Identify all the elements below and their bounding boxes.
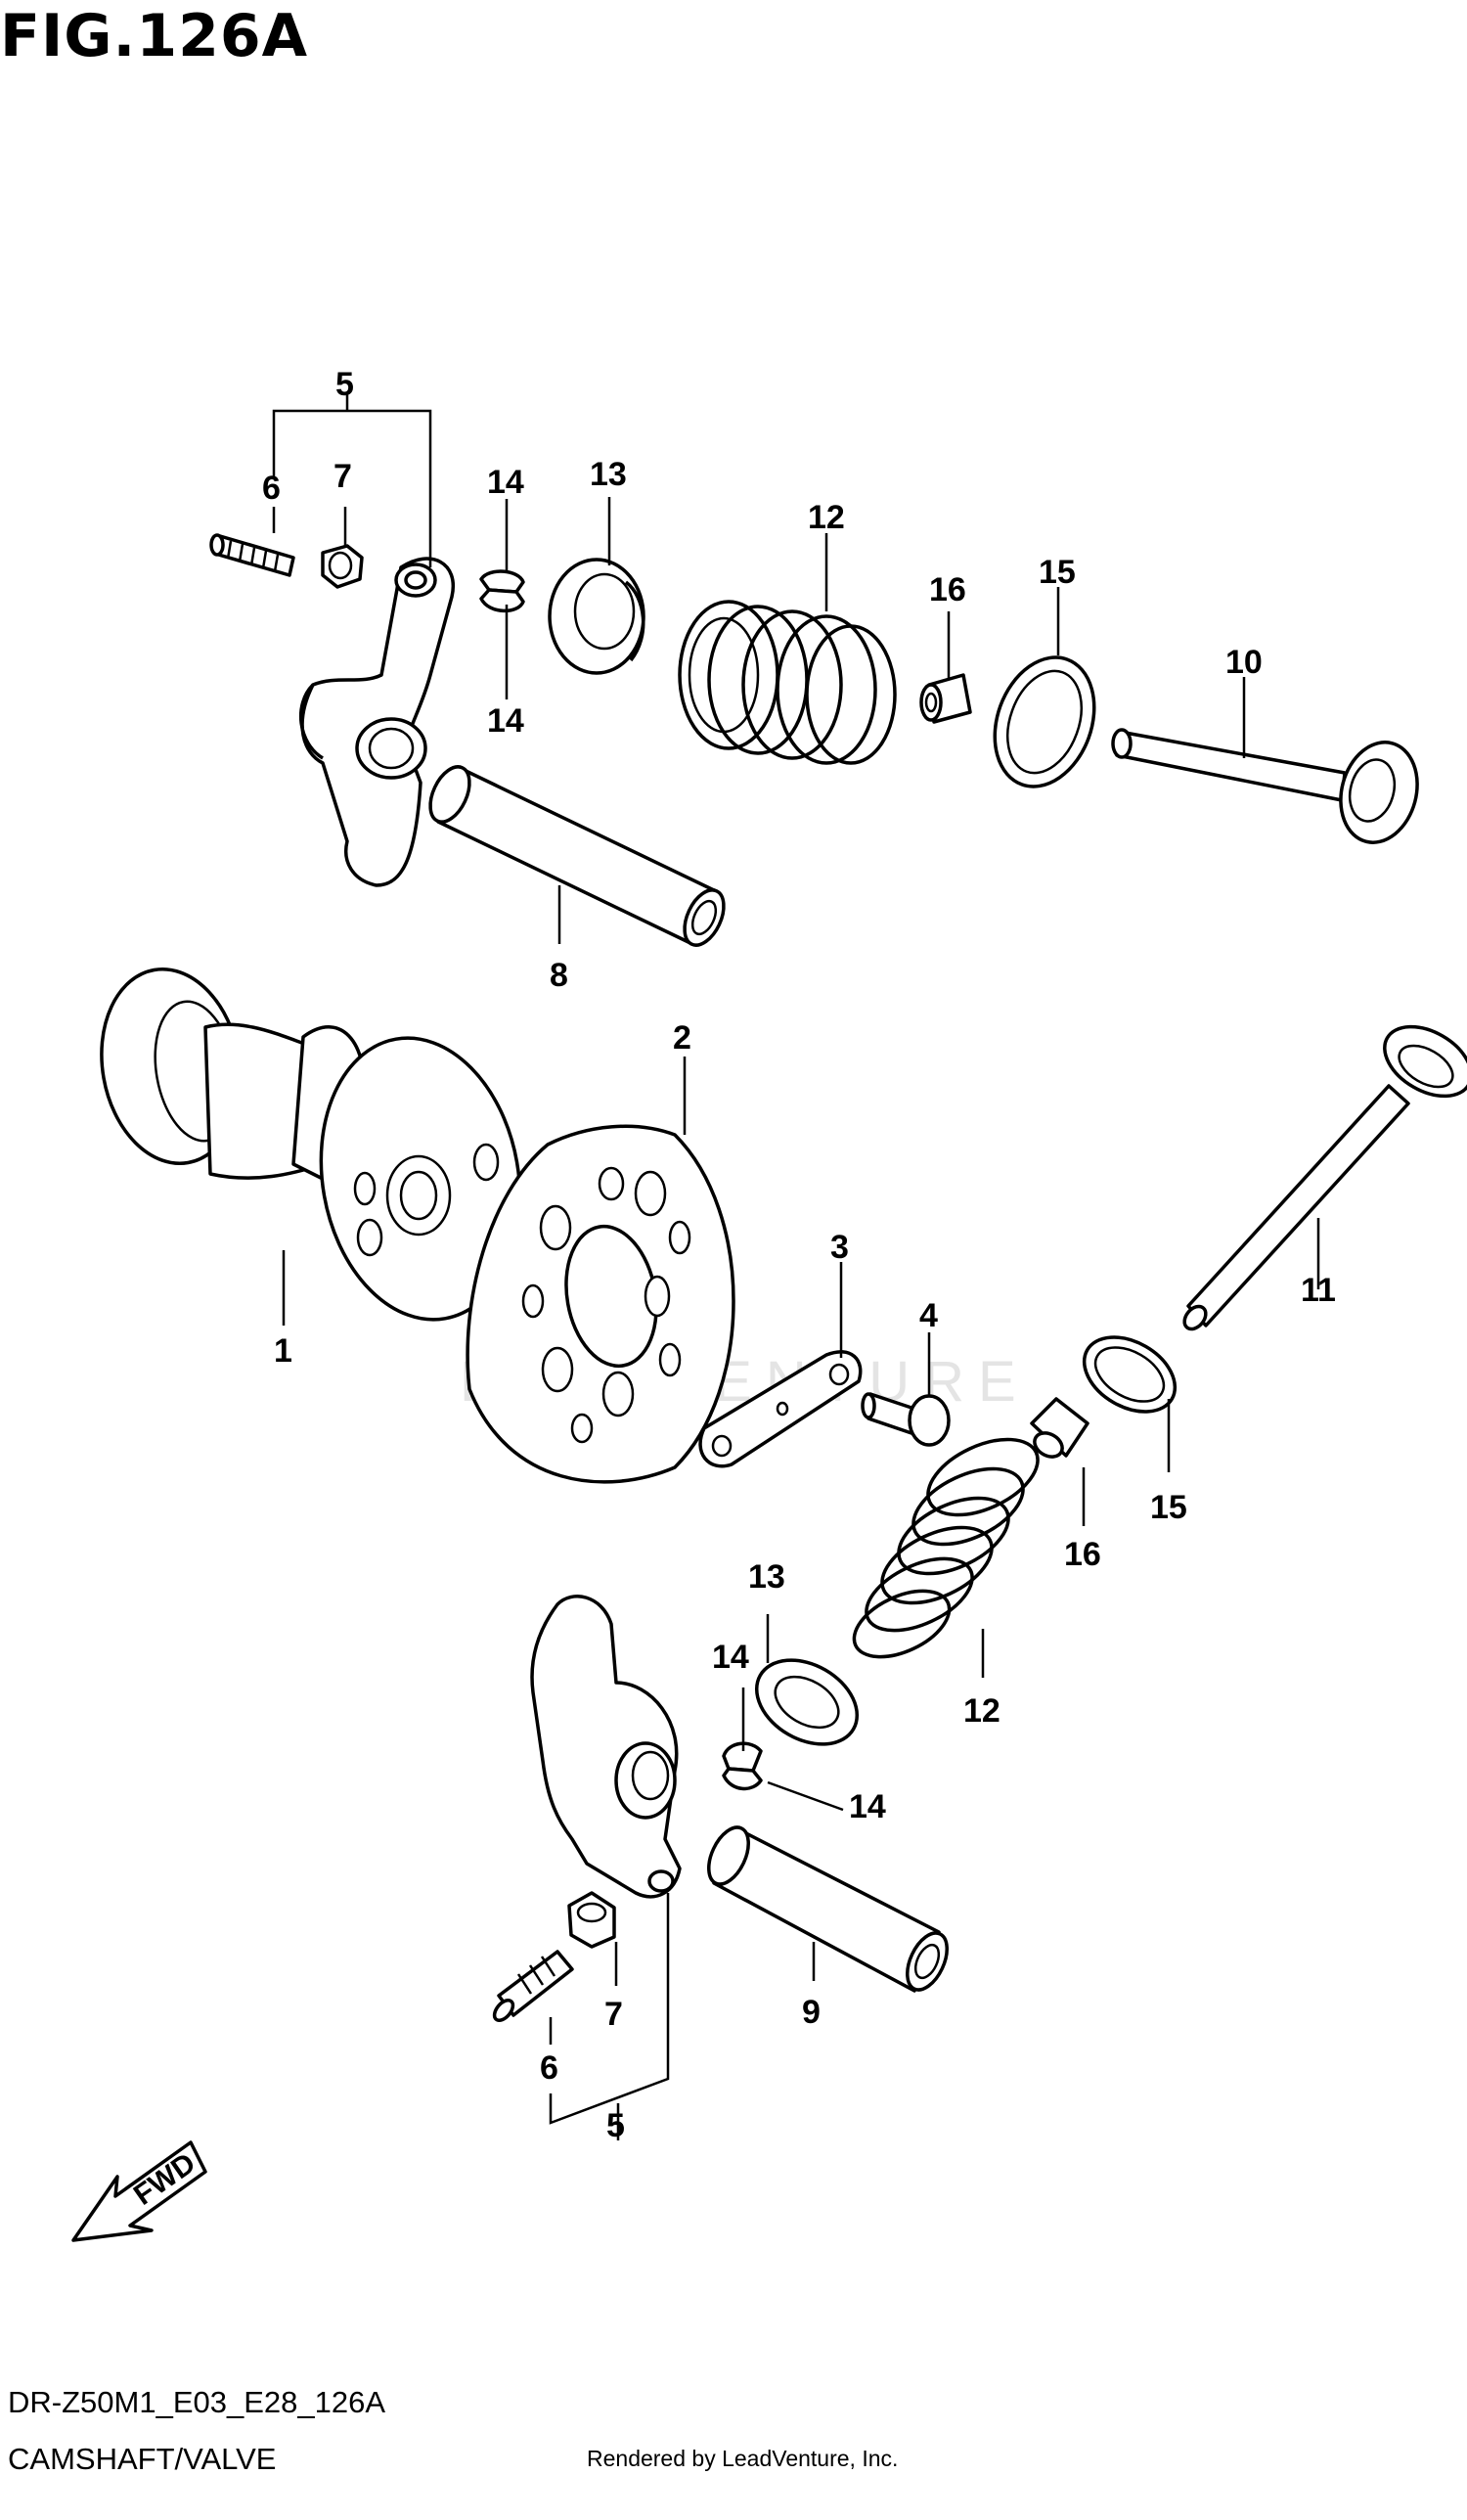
callout-14-top-a: 14: [487, 464, 524, 501]
figure-title: FIG.126A: [0, 2, 309, 70]
upper-rocker-arm-shaft: [428, 765, 726, 947]
exhaust-valve: [1182, 1024, 1467, 1331]
callout-9: 9: [802, 1994, 821, 2031]
upper-spring-retainer: [548, 558, 645, 675]
lower-adjuster-nut: [567, 1891, 616, 1949]
leader-14-bot-b: [767, 1780, 844, 1812]
callout-7-top: 7: [333, 458, 352, 495]
callout-15-top: 15: [1039, 554, 1076, 591]
callout-5-top: 5: [335, 366, 354, 403]
callout-13-bot: 13: [748, 1558, 785, 1596]
callout-8: 8: [550, 957, 568, 994]
callouts: 5 6 7 14 14 13 12 16 15 10 8 2 1 3 4 11 …: [262, 366, 1336, 2144]
leader-5-top: [272, 394, 432, 567]
camshaft-sprocket: [466, 1124, 735, 1484]
upper-tappet-adjusting-screw: [209, 533, 295, 577]
camshaft: [100, 968, 522, 1322]
model-code: DR-Z50M1_E03_E28_126A: [8, 2385, 386, 2419]
callout-6-top: 6: [262, 470, 281, 507]
callout-6-bot: 6: [540, 2049, 558, 2087]
upper-valve-cotter: [479, 569, 525, 613]
leader-lines: [272, 394, 1320, 2140]
callout-12-top: 12: [808, 499, 845, 536]
upper-adjuster-nut: [321, 544, 364, 589]
callout-10: 10: [1225, 644, 1263, 681]
upper-spring-seat-washer: [993, 655, 1096, 788]
forward-direction-arrow: [71, 2140, 207, 2242]
lower-valve-stem-seal: [1030, 1397, 1089, 1459]
lower-valve-spring: [852, 1437, 1040, 1659]
callout-12-bot: 12: [963, 1692, 1000, 1730]
callout-16-top: 16: [929, 571, 966, 608]
leader-5-bot: [549, 1893, 670, 2140]
lower-valve-cotter: [722, 1741, 763, 1791]
section-name: CAMSHAFT/VALVE: [8, 2442, 277, 2476]
lower-rocker-arm-shaft: [707, 1825, 949, 1993]
callout-5-bot: 5: [606, 2107, 625, 2144]
callout-2: 2: [673, 1019, 691, 1057]
upper-rocker-arm: [298, 557, 456, 887]
intake-valve: [1111, 728, 1419, 844]
upper-valve-stem-seal: [919, 673, 972, 724]
callout-1: 1: [274, 1332, 292, 1370]
callout-14-bot-b: 14: [849, 1788, 886, 1825]
callout-14-top-b: 14: [487, 702, 524, 740]
callout-3: 3: [830, 1229, 849, 1266]
callout-4: 4: [919, 1297, 938, 1334]
callout-14-bot-a: 14: [712, 1639, 749, 1676]
callout-13-top: 13: [590, 456, 627, 493]
sprocket-bolt: [861, 1392, 951, 1447]
lower-tappet-adjusting-screw: [492, 1950, 574, 2022]
callout-7-bot: 7: [604, 1996, 623, 2033]
lower-spring-seat-washer: [1082, 1335, 1178, 1414]
upper-valve-spring: [678, 600, 897, 765]
lower-spring-retainer: [754, 1658, 860, 1746]
lower-rocker-arm: [530, 1595, 682, 1899]
render-credit: Rendered by LeadVenture, Inc.: [587, 2446, 899, 2471]
callout-11: 11: [1301, 1272, 1336, 1309]
callout-15-bot: 15: [1150, 1489, 1187, 1526]
callout-16-bot: 16: [1064, 1536, 1101, 1573]
